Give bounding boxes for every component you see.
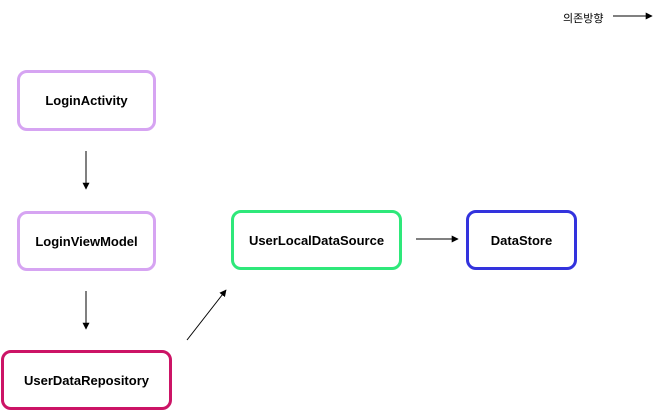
legend-label: 의존방향: [563, 12, 604, 25]
login-activity-node[interactable]: LoginActivity: [17, 70, 156, 131]
data-store-node[interactable]: DataStore: [466, 210, 577, 270]
user-local-data-source-node[interactable]: UserLocalDataSource: [231, 210, 402, 270]
login-view-model-node[interactable]: LoginViewModel: [17, 211, 156, 271]
user-data-repository-node[interactable]: UserDataRepository: [1, 350, 172, 410]
edge-repository-to-localdatasource: [186, 289, 227, 341]
